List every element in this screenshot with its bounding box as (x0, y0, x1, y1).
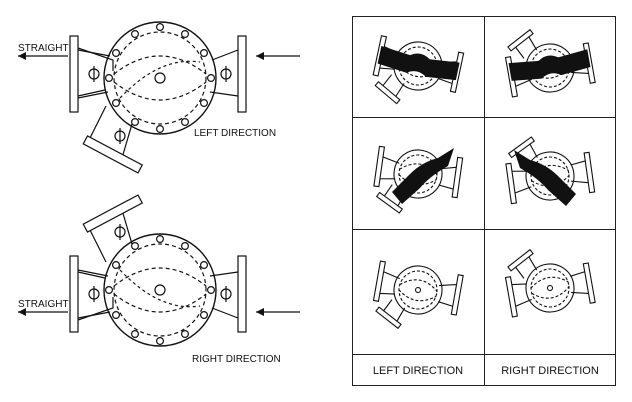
cell-r2-right (502, 128, 596, 207)
cell-r3-left (368, 258, 465, 339)
left-direction-label: LEFT DIRECTION (194, 128, 276, 139)
right-direction-label: RIGHT DIRECTION (192, 354, 281, 365)
cell-r2-left (370, 143, 464, 222)
outlet-arrow-top (18, 52, 68, 60)
valve-bottom (69, 194, 247, 347)
straight-label-bottom: STRAIGHT (18, 299, 69, 310)
footer-right-direction: RIGHT DIRECTION (501, 365, 599, 377)
cell-r1-left (367, 33, 465, 116)
cell-r3-right (500, 239, 597, 320)
outlet-arrow-bottom (18, 308, 68, 316)
straight-label-top: STRAIGHT (18, 43, 69, 54)
inlet-arrow-top (256, 52, 300, 60)
cell-r1-right (500, 19, 597, 100)
inlet-arrow-bottom (256, 308, 300, 316)
position-grid (352, 16, 616, 386)
footer-left-direction: LEFT DIRECTION (373, 365, 463, 377)
valve-top (69, 21, 247, 174)
